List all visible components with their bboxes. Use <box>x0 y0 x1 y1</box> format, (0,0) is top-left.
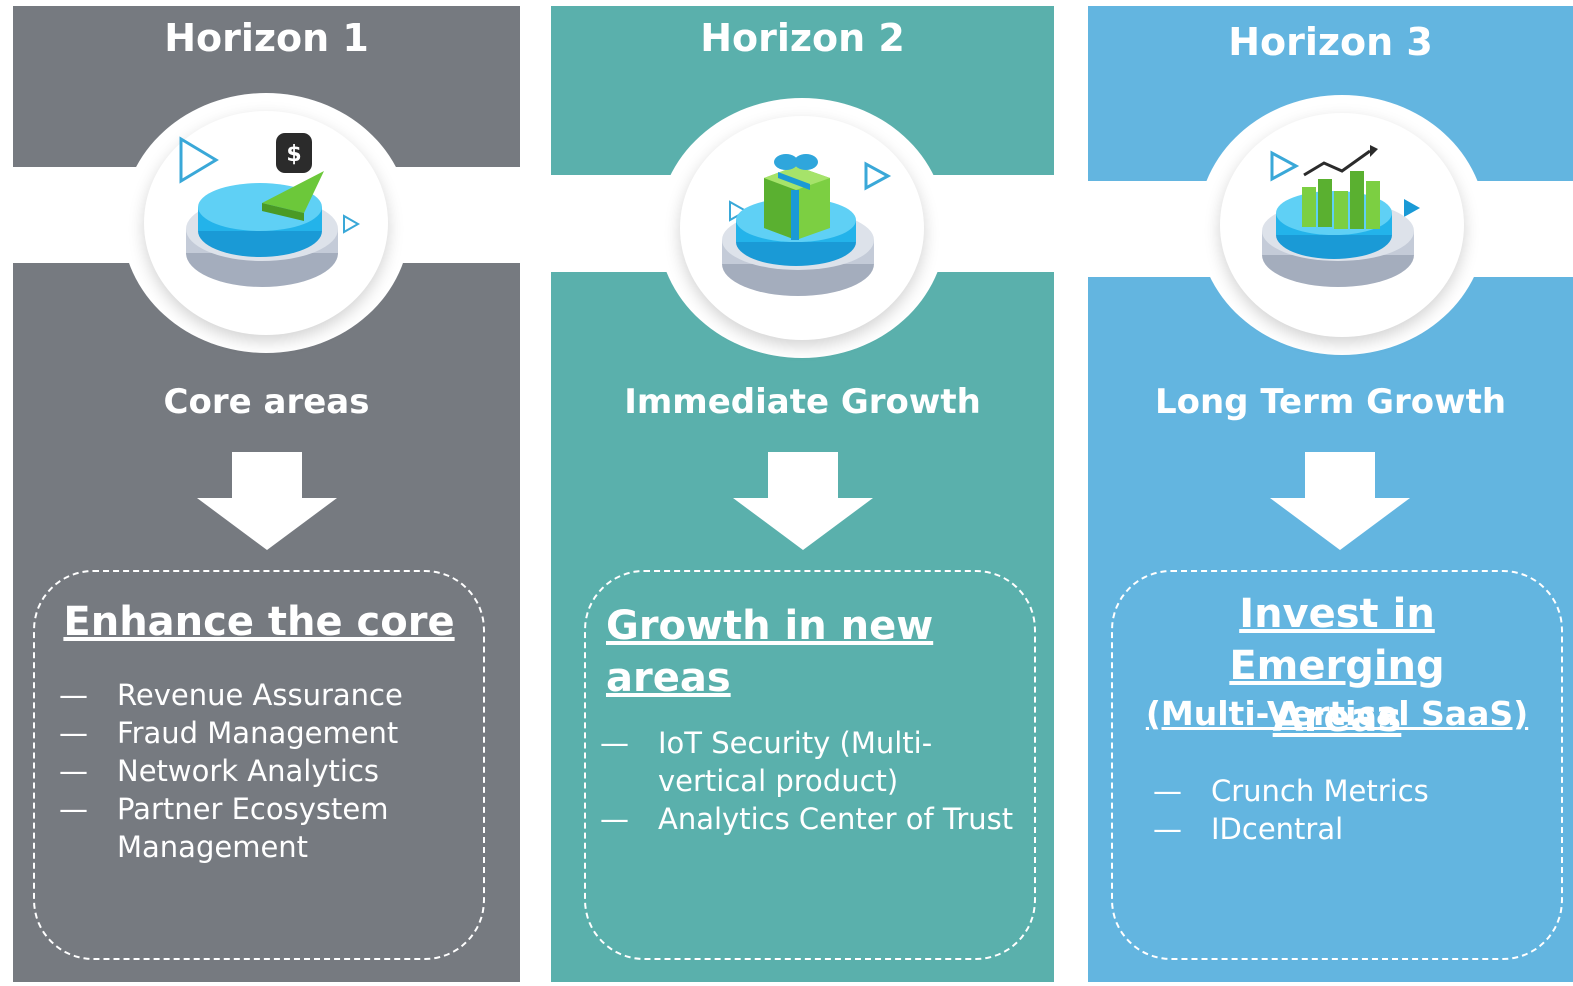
horizon-3-icon-circle <box>1198 95 1486 355</box>
list-item: — Partner Ecosystem Management <box>59 790 407 866</box>
horizon-3-title: Horizon 3 <box>1228 20 1433 64</box>
list-dash: — <box>1153 774 1182 808</box>
horizon-2-panel: Horizon 2 Immediate Growth <box>551 6 1054 982</box>
horizon-3-heading-sub: (Multi-Vertical SaaS) <box>1145 694 1529 733</box>
list-dash: — <box>600 726 629 760</box>
list-item: — Fraud Management <box>59 714 459 752</box>
list-dash: — <box>600 802 629 836</box>
down-arrow-icon <box>733 452 873 550</box>
list-item: — Revenue Assurance <box>59 676 459 714</box>
horizon-2-heading: Growth in new areas <box>606 603 934 701</box>
list-item-text: Analytics Center of Trust <box>658 802 1014 836</box>
horizon-1-heading: Enhance the core <box>63 599 455 645</box>
list-dash: — <box>59 678 88 712</box>
horizon-2-subtitle: Immediate Growth <box>624 382 981 422</box>
horizon-3-icon-frame <box>1220 113 1464 337</box>
horizon-1-content-box: Enhance the core — Revenue Assurance — Fra… <box>33 570 485 960</box>
down-arrow-icon <box>197 452 337 550</box>
horizon-3-content-box: Invest in Emerging Areas (Multi-Vertical… <box>1111 570 1563 960</box>
horizon-2-icon-circle <box>658 98 946 358</box>
list-item-text: IoT Security (Multi-vertical product) <box>658 726 933 798</box>
list-item: — IoT Security (Multi-vertical product) <box>600 724 1030 800</box>
horizon-3-heading: Invest in Emerging Areas <box>1229 591 1445 741</box>
horizon-1-icon-frame: $ <box>144 111 388 335</box>
list-item-text: Revenue Assurance <box>117 678 403 712</box>
horizon-1-list: — Revenue Assurance — Fraud Management — Ne… <box>59 676 459 866</box>
list-dash: — <box>59 716 88 750</box>
horizon-2-title: Horizon 2 <box>700 16 905 60</box>
list-item-text: Partner Ecosystem Management <box>117 792 389 864</box>
list-item: — Network Analytics <box>59 752 459 790</box>
gift-box-icon <box>722 154 892 296</box>
list-item: — Analytics Center of Trust <box>600 800 1030 838</box>
horizon-2-content-box: Growth in new areas — IoT Security (Multi… <box>584 570 1036 960</box>
horizon-2-list: — IoT Security (Multi-vertical product) —… <box>600 724 1030 838</box>
horizon-3-list: — Crunch Metrics — IDcentral <box>1153 772 1553 848</box>
list-item: — IDcentral <box>1153 810 1553 848</box>
horizon-1-icon-circle: $ <box>122 93 410 353</box>
list-item-text: Fraud Management <box>117 716 399 750</box>
horizon-1-subtitle: Core areas <box>163 382 370 422</box>
horizon-3-panel: Horizon 3 Long Term Growth <box>1088 6 1573 982</box>
horizon-2-icon-frame <box>680 116 924 340</box>
svg-text:$: $ <box>286 142 301 167</box>
horizon-3-subtitle: Long Term Growth <box>1154 382 1507 422</box>
list-item-text: Network Analytics <box>117 754 379 788</box>
bar-chart-growth-icon <box>1262 145 1420 287</box>
list-item-text: IDcentral <box>1211 812 1344 846</box>
horizon-1-panel: Horizon 1 $ Core areas Enhance the core <box>13 6 520 982</box>
list-item: — Crunch Metrics <box>1153 772 1553 810</box>
list-dash: — <box>1153 812 1182 846</box>
list-dash: — <box>59 792 88 826</box>
horizon-1-title: Horizon 1 <box>164 16 369 60</box>
down-arrow-icon <box>1270 452 1410 550</box>
list-dash: — <box>59 754 88 788</box>
list-item-text: Crunch Metrics <box>1211 774 1429 808</box>
pie-chart-dollar-icon: $ <box>179 133 361 287</box>
